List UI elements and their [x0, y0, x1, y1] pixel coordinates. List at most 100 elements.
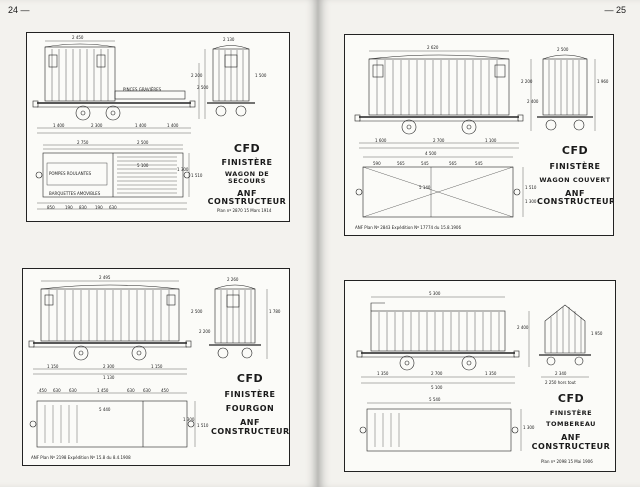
dim-label: 1 350 [377, 371, 389, 376]
dim-label: 1 350 [485, 371, 497, 376]
caption-wagon-de-secours: CFD FINISTÈRE WAGON DE SECOURS ANF CONST… [207, 143, 287, 206]
caption-builder: ANF CONSTRUCTEUR [207, 188, 287, 206]
dim-label: 1 300 [183, 417, 195, 422]
caption-region: FINISTÈRE [224, 389, 276, 399]
dim-label: 450 [161, 388, 169, 393]
dim-label: 2 260 [227, 277, 239, 282]
dim-label: 2 300 [103, 364, 115, 369]
dim-label: 190 [95, 205, 103, 210]
caption-company: CFD [561, 144, 589, 157]
caption-wagon-couvert: CFD FINISTÈRE WAGON COUVERT ANF CONSTRUC… [537, 145, 613, 207]
dim-label: 2 200 [521, 79, 533, 84]
caption-tombereau: CFD FINISTÈRE TOMBEREAU ANF CONSTRUCTEUR [531, 393, 611, 451]
caption-company: CFD [233, 142, 261, 155]
dim-label: 450 [39, 388, 47, 393]
dim-label: 5 300 [429, 291, 441, 296]
dim-label: 630 [69, 388, 77, 393]
dim-label: 1 510 [191, 173, 203, 178]
dim-label: 1 300 [525, 199, 537, 204]
dim-label: 1 150 [151, 364, 163, 369]
dim-label: 1 400 [167, 123, 179, 128]
left-page-number: 24 — [8, 5, 30, 15]
caption-builder: ANF CONSTRUCTEUR [531, 433, 611, 451]
dim-label: 2 500 [197, 85, 209, 90]
caption-vehicle: TOMBEREAU [546, 420, 596, 429]
dim-label: 2 495 [99, 275, 111, 280]
dim-label: 630 [53, 388, 61, 393]
dim-label: 2 400 [517, 325, 529, 330]
dim-label: 1 950 [591, 331, 603, 336]
drawing-fourgon [28, 280, 268, 448]
dim-label: 2 130 [223, 37, 235, 42]
dim-label: 5 540 [429, 397, 441, 402]
dim-label: 1 780 [269, 309, 281, 314]
plan-note: ANF Plan Nº 2843 Expédition Nº 17774 du … [355, 225, 462, 230]
dim-label: 1 150 [47, 364, 59, 369]
right-page: — 25 [318, 0, 640, 487]
caption-company: CFD [557, 392, 585, 405]
drawing-wagon-de-secours [32, 40, 255, 210]
dim-label: 2 300 [91, 123, 103, 128]
dim-label: 2 620 [427, 45, 439, 50]
plan-note: Plan nº 2870 15 Mars 1914 [217, 208, 272, 213]
dim-label: 1 300 [523, 425, 535, 430]
drawing-wagon-couvert [354, 50, 596, 218]
plan-note: Plan nº 2098 15 Mai 1906 [541, 459, 593, 464]
dim-label: 5 100 [137, 163, 149, 168]
dim-label: 590 [373, 161, 381, 166]
dim-label: 1 510 [525, 185, 537, 190]
dim-label: 2 200 [199, 329, 211, 334]
dim-label: 2 700 [431, 371, 443, 376]
dim-label: 2 400 [527, 99, 539, 104]
caption-vehicle: FOURGON [225, 403, 275, 413]
dim-label: 1 130 [103, 375, 115, 380]
dim-label: 5 100 [431, 385, 443, 390]
caption-builder: ANF CONSTRUCTEUR [537, 188, 614, 207]
dim-label: 2 500 [191, 309, 203, 314]
dim-label: 630 [143, 388, 151, 393]
panel-fourgon: 2 495 2 260 1 150 2 300 1 150 1 130 2 50… [22, 268, 290, 466]
dim-label: 5 140 [419, 185, 431, 190]
left-page: 24 — [0, 0, 318, 487]
caption-builder: ANF CONSTRUCTEUR [211, 418, 290, 436]
dim-label: 1 510 [197, 423, 209, 428]
dim-label: 1 100 [485, 138, 497, 143]
drawing-tombereau [356, 296, 591, 452]
dim-label: 2 500 [557, 47, 569, 52]
dim-label: 1 300 [177, 167, 189, 172]
caption-company: CFD [236, 372, 264, 385]
right-page-number: — 25 [604, 5, 626, 15]
panel-tombereau: 5 300 1 350 2 700 1 350 5 100 2 400 1 95… [344, 280, 616, 472]
dim-label: 630 [127, 388, 135, 393]
caption-fourgon: CFD FINISTÈRE FOURGON ANF CONSTRUCTEUR [211, 373, 289, 436]
dim-label: 1 960 [597, 79, 609, 84]
part-label: PINCES GRAVIÈRES [123, 87, 162, 92]
dim-label: 830 [79, 205, 87, 210]
caption-vehicle: WAGON COUVERT [539, 175, 611, 184]
caption-region: FINISTÈRE [549, 161, 601, 171]
dim-label: 565 [449, 161, 457, 166]
caption-region: FINISTÈRE [221, 157, 273, 167]
dim-label: 1 600 [375, 138, 387, 143]
caption-vehicle: WAGON DE SECOURS [224, 169, 270, 185]
panel-wagon-de-secours: 2 450 2 130 1 400 2 300 1 400 1 400 2 20… [26, 32, 290, 222]
dim-label: 2 750 [77, 140, 89, 145]
dim-label: 2 450 [72, 35, 84, 40]
dim-label: 1 500 [255, 73, 267, 78]
panel-wagon-couvert: 2 620 2 500 1 600 2 700 1 100 2 200 1 96… [344, 34, 614, 236]
dim-label: 1 400 [135, 123, 147, 128]
dim-label: 2 500 [137, 140, 149, 145]
dim-label: 5 440 [99, 407, 111, 412]
dim-label: 2 200 [191, 73, 203, 78]
plan-note: ANF Plan Nº 2198 Expédition Nº 15.8 du 8… [31, 455, 131, 460]
dim-label: 630 [109, 205, 117, 210]
dim-label: 850 [47, 205, 55, 210]
dim-label: 190 [65, 205, 73, 210]
part-label: POMPES ROULANTES [49, 171, 92, 176]
dim-label: 545 [475, 161, 483, 166]
dim-label: 2 700 [433, 138, 445, 143]
dim-label: 4 500 [425, 151, 437, 156]
caption-region: FINISTÈRE [549, 408, 593, 417]
dim-label: 1 400 [53, 123, 65, 128]
dim-label: 2 340 [555, 371, 567, 376]
